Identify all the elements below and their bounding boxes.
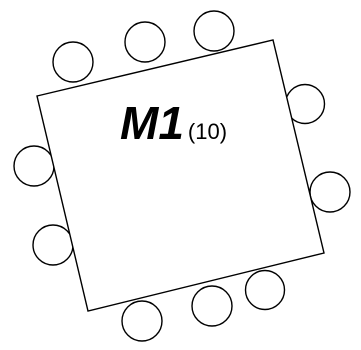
chairs bbox=[13, 10, 351, 342]
chair-top-middle bbox=[124, 21, 166, 63]
table-top bbox=[36, 39, 325, 312]
chair-left-upper bbox=[13, 145, 55, 187]
chair-bottom-middle bbox=[191, 285, 233, 327]
chair-bottom-left bbox=[121, 300, 163, 342]
chair-top-right bbox=[193, 10, 235, 52]
table-label: M1(10) bbox=[120, 97, 227, 149]
table-seat-count: (10) bbox=[188, 119, 227, 144]
chair-left-lower bbox=[32, 224, 74, 266]
table-name: M1 bbox=[120, 97, 184, 149]
chair-top-left bbox=[52, 41, 94, 83]
chair-right-lower bbox=[309, 171, 351, 213]
chair-bottom-right bbox=[244, 269, 286, 311]
